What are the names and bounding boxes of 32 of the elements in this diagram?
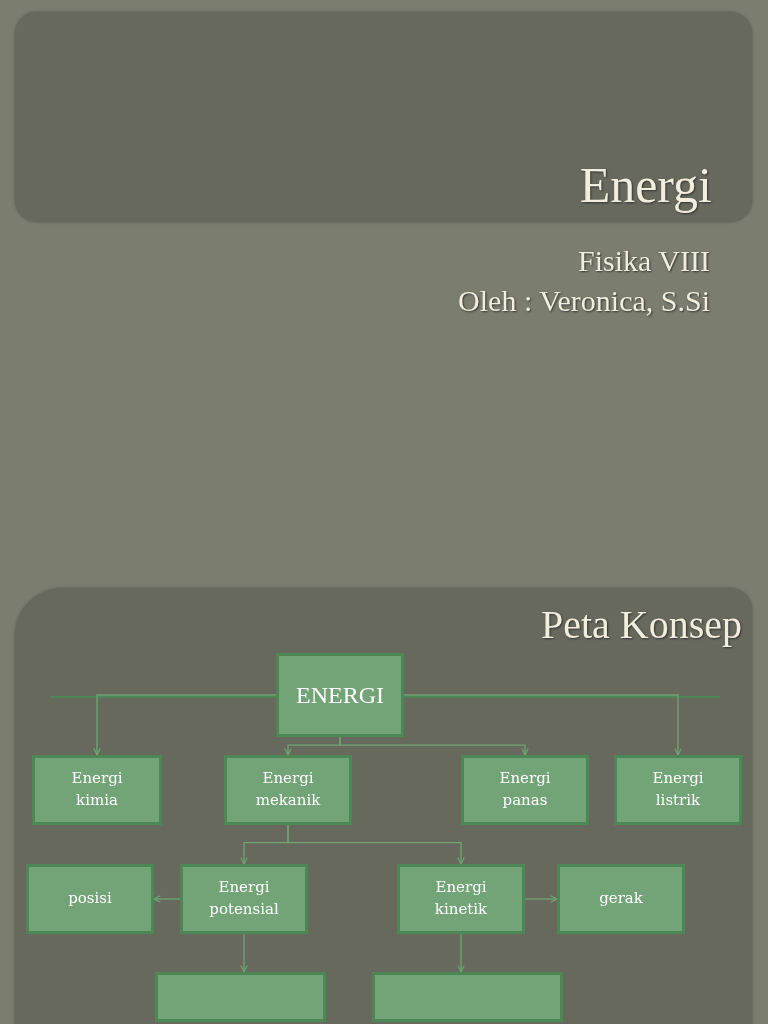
empty-box	[372, 972, 563, 1022]
arrow	[524, 895, 558, 903]
concept-box	[614, 755, 742, 825]
title: Energi	[579, 156, 712, 215]
box-label: ENERGI	[296, 680, 384, 710]
concept-box	[224, 755, 352, 825]
box-label: Energi listrik	[651, 768, 705, 811]
concept-box	[32, 755, 162, 825]
empty-box	[155, 972, 326, 1022]
arrow	[403, 694, 682, 756]
slide-heading: Peta Konsep	[540, 602, 742, 648]
concept-box	[397, 864, 525, 934]
arrow	[457, 933, 465, 973]
arrow	[153, 895, 181, 903]
box-label: posisi	[68, 888, 112, 910]
arrow	[93, 694, 277, 756]
box-label: Energi kimia	[70, 768, 124, 811]
author-line: Oleh : Veronica, S.Si	[458, 283, 710, 319]
concept-box	[557, 864, 685, 934]
arrow	[240, 933, 248, 973]
concept-box	[26, 864, 154, 934]
box-label: Energi kinetik	[433, 877, 489, 920]
box-label: gerak	[599, 888, 643, 910]
box-label: Energi potensial	[208, 877, 280, 920]
box-label: Energi mekanik	[254, 768, 322, 811]
box-label: Energi panas	[498, 768, 552, 811]
arrow	[287, 824, 465, 865]
concept-box	[276, 653, 404, 737]
concept-box	[180, 864, 308, 934]
subtitle: Fisika VIII	[578, 243, 710, 279]
concept-box	[461, 755, 589, 825]
arrow	[339, 736, 529, 756]
